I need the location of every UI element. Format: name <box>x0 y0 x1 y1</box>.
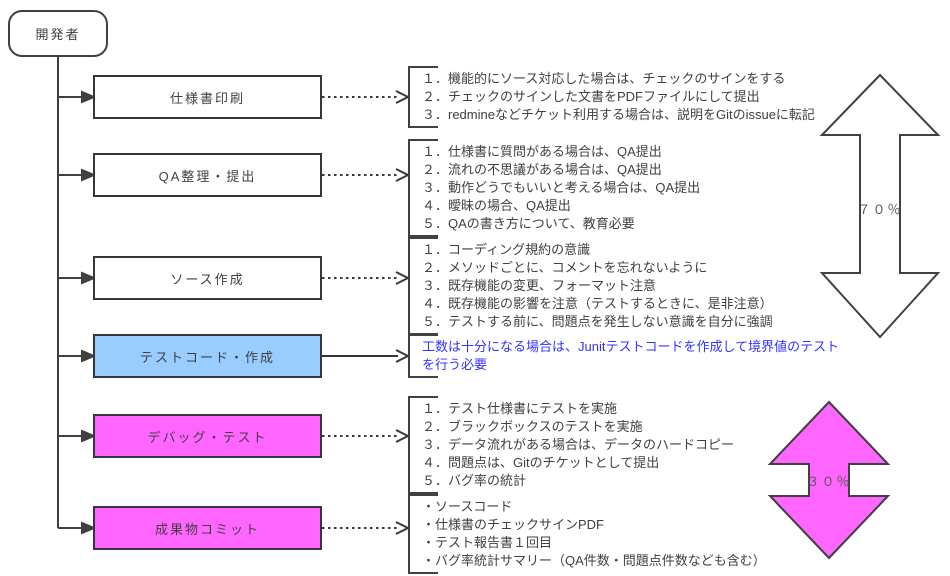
process-box-qa-submit[interactable]: QA整理・提出 <box>93 153 322 197</box>
text-line: ５．QAの書き方について、教育必要 <box>422 216 635 231</box>
text-line: １．仕様書に質問がある場合は、QA提出 <box>422 144 662 159</box>
text-line: ４．曖昧の場合、QA提出 <box>422 198 571 213</box>
note-connector-2 <box>322 168 411 182</box>
text-line: ２．流れの不思議がある場合は、QA提出 <box>422 162 662 177</box>
text-line: ・テスト報告書１回目 <box>422 535 553 550</box>
text-line: ２．ブラックボックスのテストを実施 <box>422 419 643 434</box>
text-line: ５．バグ率の統計 <box>422 473 527 488</box>
text-line: ４．既存機能の影響を注意（テストするときに、是非注意） <box>422 296 773 311</box>
note-lines: １．コーディング規約の意識 ２．メソッドごとに、コメントを忘れないように ３．既存機… <box>408 237 868 331</box>
note-lines: １．テスト仕様書にテストを実施 ２．ブラックボックスのテストを実施 ３．データ流れが… <box>408 396 868 490</box>
note-testcode-create: 工数は十分になる場合は、Junitテストコードを作成して境界値のテストを行う必要 <box>408 334 868 378</box>
text-line: ５．テストする前に、問題点を発生しない意識を自分に強調 <box>422 314 773 329</box>
note-connector-5 <box>322 429 411 443</box>
bracket <box>408 66 438 128</box>
process-box-label: QA整理・提出 <box>158 168 257 184</box>
process-box-print-spec[interactable]: 仕様書印刷 <box>93 75 322 119</box>
branch-arrow-1 <box>58 90 97 104</box>
branch-arrow-4 <box>58 349 97 363</box>
note-qa-submit: １．仕様書に質問がある場合は、QA提出 ２．流れの不思議がある場合は、QA提出 ３．… <box>408 139 868 237</box>
actor-label: 開発者 <box>35 27 81 42</box>
bracket <box>408 494 438 574</box>
note-lines: １．機能的にソース対応した場合は、チェックのサインをする ２．チェックのサインした… <box>408 66 868 124</box>
text-line: ４．問題点は、Gitのチケットとして提出 <box>422 455 660 470</box>
text-line: を行う必要 <box>422 357 488 372</box>
process-box-deliverable-commit[interactable]: 成果物コミット <box>93 506 322 550</box>
branch-arrow-2 <box>58 168 97 182</box>
text-line: ３．redmineなどチケット利用する場合は、説明をGitのissueに転記 <box>422 107 815 122</box>
process-box-label: ソース作成 <box>170 271 245 287</box>
branch-arrow-3 <box>58 271 97 285</box>
note-lines: ・ソースコード・仕様書のチェックサインPDF ・テスト報告書１回目・バグ率統計サマ… <box>408 494 868 570</box>
process-box-label: 成果物コミット <box>154 521 260 537</box>
note-source-create: １．コーディング規約の意識 ２．メソッドごとに、コメントを忘れないように ３．既存機… <box>408 237 868 335</box>
process-box-label: テストコード・作成 <box>139 349 275 365</box>
process-box-debug-test[interactable]: デバッグ・テスト <box>93 414 322 458</box>
text-line: ２．メソッドごとに、コメントを忘れないように <box>422 260 708 275</box>
bracket <box>408 396 438 494</box>
text-line: ・ソースコード <box>422 499 513 514</box>
note-deliverable-commit: ・ソースコード・仕様書のチェックサインPDF ・テスト報告書１回目・バグ率統計サマ… <box>408 494 868 574</box>
bracket <box>408 334 438 378</box>
text-line: ・仕様書のチェックサインPDF <box>422 517 605 532</box>
note-lines: 工数は十分になる場合は、Junitテストコードを作成して境界値のテストを行う必要 <box>408 334 868 374</box>
text-line: ２．チェックのサインした文書をPDFファイルにして提出 <box>422 89 760 104</box>
text-line: １．コーディング規約の意識 <box>422 242 591 257</box>
note-connector-6 <box>322 521 411 535</box>
note-print-spec: １．機能的にソース対応した場合は、チェックのサインをする ２．チェックのサインした… <box>408 66 868 128</box>
text-line: ３．動作どうでもいいと考える場合は、QA提出 <box>422 180 701 195</box>
text-line: １．テスト仕様書にテストを実施 <box>422 401 618 416</box>
text-line: ３．既存機能の変更、フォーマット注意 <box>422 278 657 293</box>
text-line: １．機能的にソース対応した場合は、チェックのサインをする <box>422 71 786 86</box>
text-line: 工数は十分になる場合は、Junitテストコードを作成して境界値のテスト <box>422 339 840 354</box>
note-connector-1 <box>322 90 411 104</box>
process-box-label: デバッグ・テスト <box>147 429 268 445</box>
note-connector-3 <box>322 271 411 285</box>
branch-arrow-6 <box>58 521 97 535</box>
process-box-source-create[interactable]: ソース作成 <box>93 256 322 300</box>
branch-arrow-5 <box>58 429 97 443</box>
note-connector-4 <box>322 349 411 363</box>
effort-arrow-70-shape[interactable] <box>819 73 941 339</box>
note-debug-test: １．テスト仕様書にテストを実施 ２．ブラックボックスのテストを実施 ３．データ流れが… <box>408 396 868 494</box>
note-lines: １．仕様書に質問がある場合は、QA提出 ２．流れの不思議がある場合は、QA提出 ３．… <box>408 139 868 233</box>
effort-label-70: ７０％ <box>857 202 903 217</box>
text-line: ・バグ率統計サマリー（QA件数・問題点件数なども含む） <box>422 553 766 568</box>
effort-arrow-30-shape[interactable] <box>767 400 891 560</box>
bracket <box>408 139 438 237</box>
effort-label-30: ３０％ <box>806 474 852 489</box>
text-line: ３．データ流れがある場合は、データのハードコピー <box>422 437 735 452</box>
process-box-testcode-create[interactable]: テストコード・作成 <box>93 334 322 378</box>
process-box-label: 仕様書印刷 <box>169 90 245 106</box>
actor-node-developer[interactable]: 開発者 <box>8 10 108 57</box>
